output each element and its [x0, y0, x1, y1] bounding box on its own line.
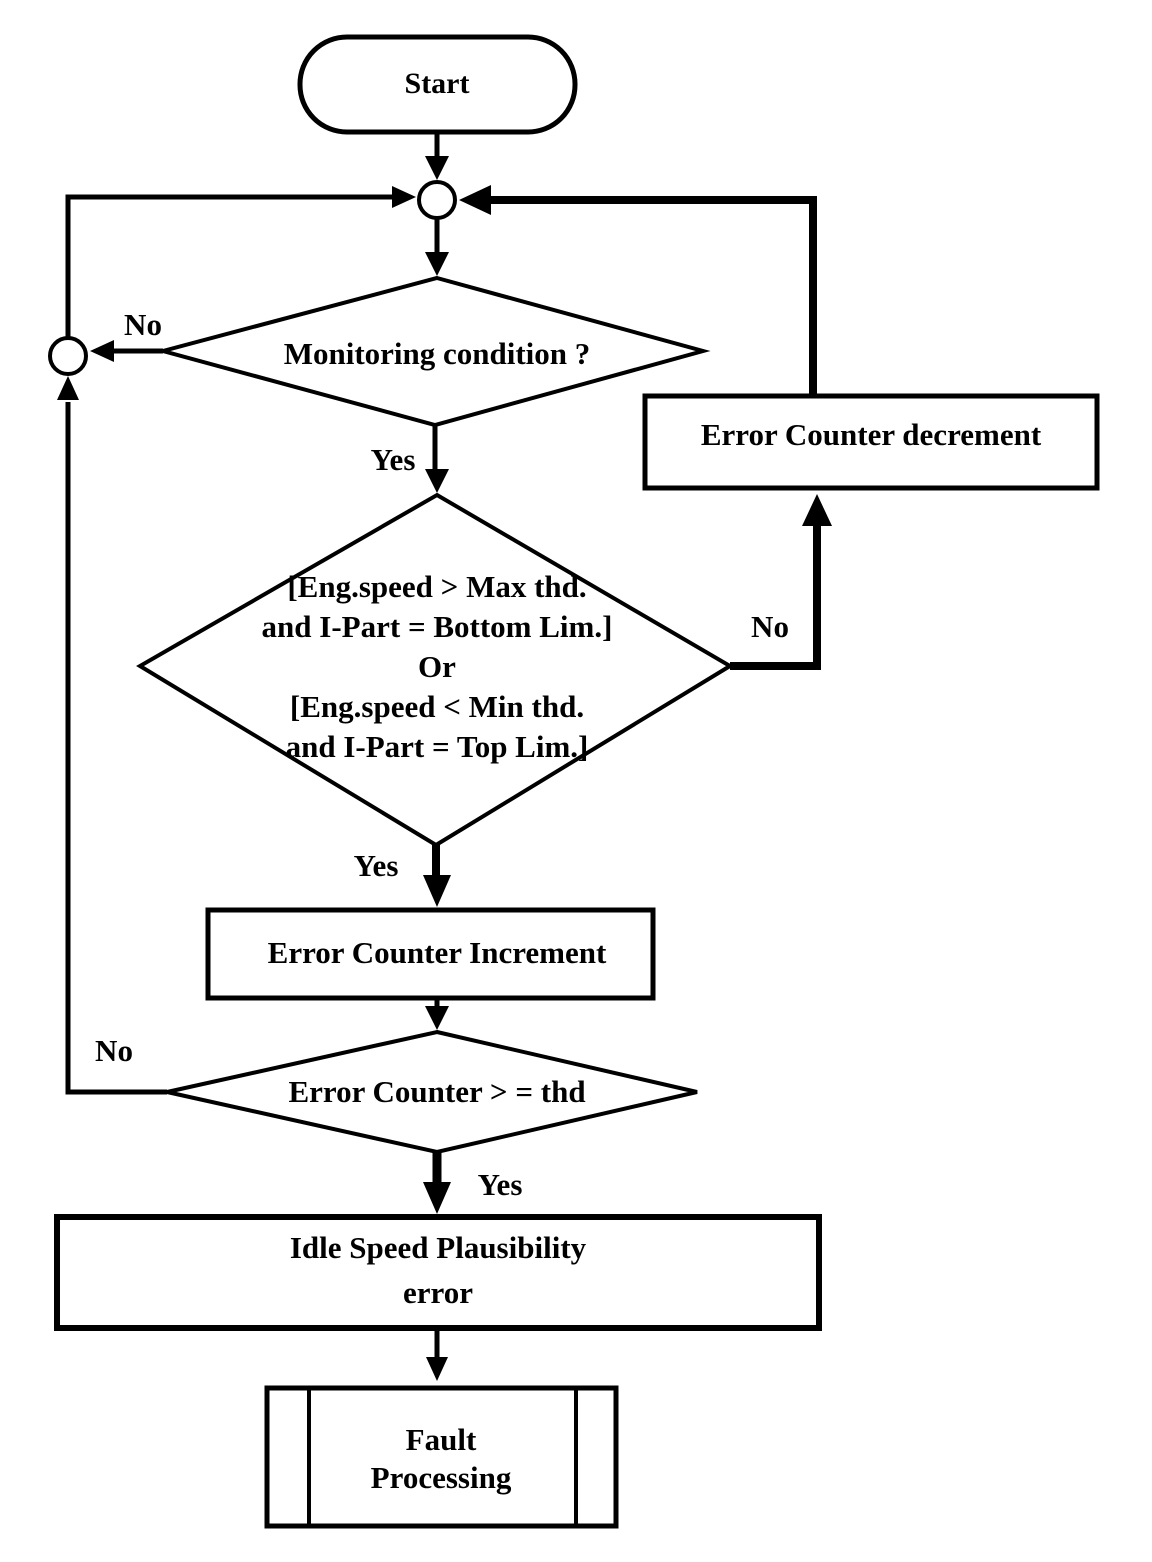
- fault-process-label: Fault Processing: [371, 1421, 512, 1497]
- idle-error-line-2: error: [403, 1275, 473, 1310]
- edge-left-junction-to-top-junction: [65, 194, 394, 338]
- window-decision-label: [Eng.speed > Max thd. and I-Part = Botto…: [262, 567, 613, 767]
- arrowhead-junction-to-monitoring: [425, 252, 449, 276]
- node-shapes: [48, 34, 1100, 1529]
- arrowhead-loop-into-junction: [392, 186, 416, 208]
- increment-process-label: Error Counter Increment: [267, 935, 607, 970]
- connectors: [65, 132, 821, 1359]
- window-decision-line-4: [Eng.speed < Min thd.: [289, 689, 585, 724]
- increment-process-shape: [205, 907, 656, 1001]
- window-decision-line-3: Or: [418, 649, 456, 684]
- start-label: Start: [404, 67, 470, 100]
- idle-error-process-label: Idle Speed Plausibility error: [290, 1225, 586, 1315]
- threshold-yes-label: Yes: [477, 1167, 523, 1202]
- window-decision-line-2: and I-Part = Bottom Lim.]: [261, 609, 613, 644]
- arrowhead-start-to-junction: [425, 156, 449, 180]
- start-terminator-shape: [297, 34, 578, 135]
- window-decision-line-5: and I-Part = Top Lim.]: [285, 729, 589, 764]
- window-no-label: No: [751, 609, 789, 644]
- fault-predefined-process-shape: [264, 1385, 619, 1529]
- monitoring-no-label: No: [124, 307, 162, 342]
- decrement-process-label: Error Counter decrement: [700, 417, 1042, 452]
- window-decision-line-1: [Eng.speed > Max thd.: [287, 569, 587, 604]
- monitoring-decision-shape: [155, 275, 711, 428]
- arrowhead-threshold-no: [57, 376, 79, 400]
- fault-line-1: Fault: [405, 1422, 477, 1457]
- window-decision-shape: [136, 492, 734, 848]
- threshold-decision-label: Error Counter > = thd: [288, 1074, 586, 1109]
- monitoring-decision-label: Monitoring condition ?: [283, 336, 591, 371]
- arrowhead-window-no: [802, 494, 832, 526]
- edge-decrement-to-junction: [489, 196, 817, 396]
- arrowhead-monitoring-no: [90, 340, 114, 362]
- edge-threshold-no-to-left-junction: [65, 402, 167, 1095]
- arrowhead-increment-to-threshold: [425, 1006, 449, 1030]
- edge-window-no-to-decrement: [730, 524, 821, 670]
- idle-error-line-1: Idle Speed Plausibility: [289, 1230, 587, 1265]
- monitoring-yes-label: Yes: [370, 442, 416, 477]
- arrowhead-decrement-return: [459, 185, 491, 215]
- arrowheads: [57, 156, 832, 1381]
- fault-line-2: Processing: [370, 1460, 512, 1495]
- arrowhead-idle-to-fault: [426, 1357, 448, 1381]
- arrowhead-window-yes: [423, 875, 451, 907]
- window-yes-label: Yes: [353, 848, 399, 883]
- top-junction-circle: [417, 180, 457, 220]
- decrement-process-shape: [642, 393, 1100, 491]
- idle-error-process-shape: [54, 1214, 822, 1331]
- threshold-no-label: No: [95, 1033, 133, 1068]
- threshold-decision-shape: [166, 1029, 698, 1155]
- left-junction-circle: [48, 336, 88, 376]
- arrowhead-monitoring-yes: [425, 469, 449, 493]
- arrowhead-threshold-yes: [423, 1182, 451, 1214]
